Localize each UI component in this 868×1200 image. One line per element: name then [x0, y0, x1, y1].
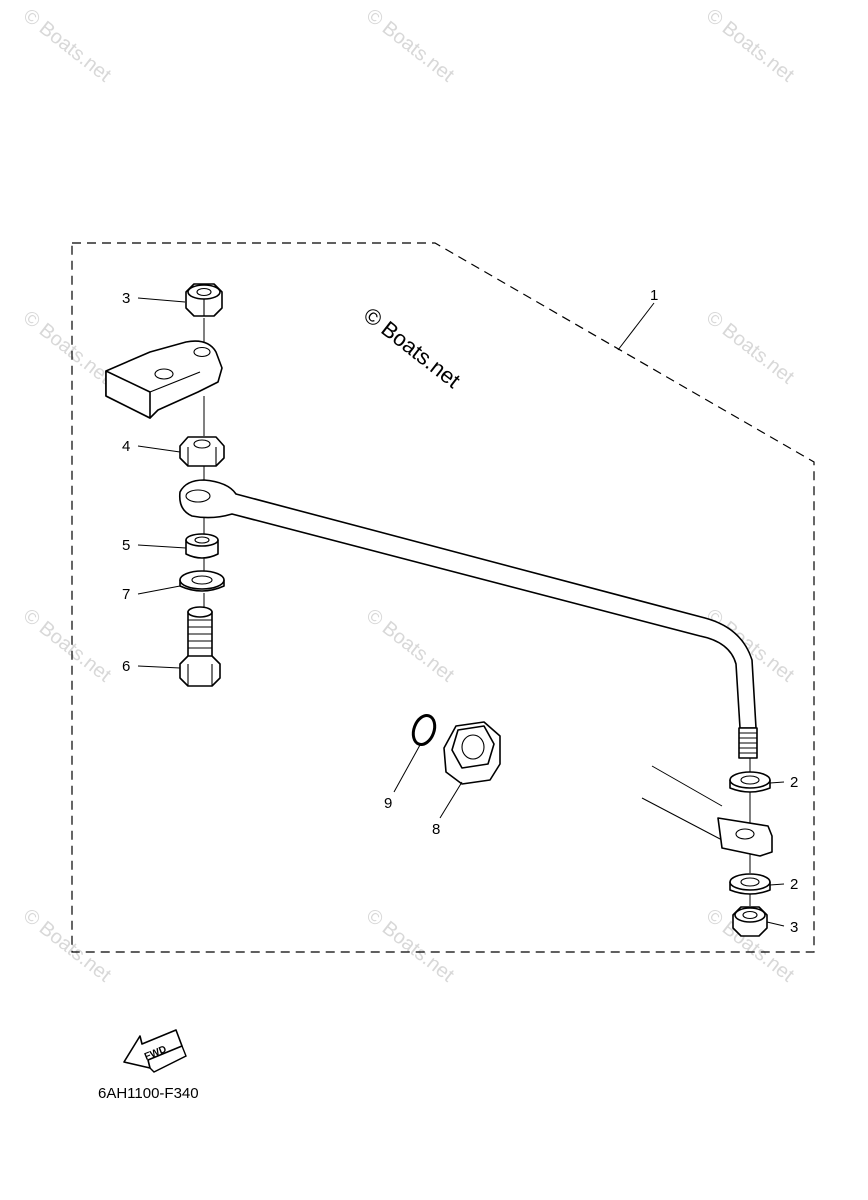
- leader-lines: [137, 297, 785, 927]
- o-ring: [411, 713, 437, 747]
- bracket: [105, 340, 223, 419]
- diagram-code: 6AH1100-F340: [98, 1085, 199, 1102]
- assembly-boundary: [71, 242, 815, 953]
- watermark: © Boats.net: [19, 5, 115, 87]
- watermark: © Boats.net: [19, 307, 115, 389]
- steering-arm: [641, 765, 773, 857]
- watermark: © Boats.net: [19, 605, 115, 687]
- washer-right-top: [729, 771, 771, 793]
- callout-8: 8: [432, 821, 440, 838]
- hex-nut: [179, 436, 225, 467]
- callout-2-bottom: 2: [790, 876, 798, 893]
- callout-7: 7: [122, 586, 130, 603]
- watermark: © Boats.net: [362, 605, 458, 687]
- watermark: © Boats.net: [362, 5, 458, 87]
- callout-1: 1: [650, 287, 658, 304]
- watermark: © Boats.net: [362, 905, 458, 987]
- callout-2-top: 2: [790, 774, 798, 791]
- callout-5: 5: [122, 537, 130, 554]
- watermark: © Boats.net: [702, 307, 798, 389]
- callout-4: 4: [122, 438, 130, 455]
- large-nut: [443, 721, 501, 785]
- callout-9: 9: [384, 795, 392, 812]
- lock-nut-top: [185, 283, 223, 317]
- watermark: © Boats.net: [702, 5, 798, 87]
- steering-link-rod: [178, 479, 758, 759]
- callout-3-top: 3: [122, 290, 130, 307]
- callout-3-bottom: 3: [790, 919, 798, 936]
- callout-6: 6: [122, 658, 130, 675]
- callouts: 1 2 2 3 3 4 5 6 7 8 9: [122, 287, 798, 936]
- fwd-arrow-icon: FWD: [123, 1029, 187, 1073]
- lock-nut-bottom: [732, 906, 768, 937]
- watermark: © Boats.net: [19, 905, 115, 987]
- washer-left: [179, 570, 225, 592]
- bolt: [179, 606, 221, 687]
- main-watermark: © Boats.net: [359, 302, 465, 393]
- washer-right-bottom: [729, 873, 771, 895]
- watermark-layer: © Boats.net © Boats.net © Boats.net © Bo…: [19, 5, 798, 987]
- collar: [185, 533, 219, 559]
